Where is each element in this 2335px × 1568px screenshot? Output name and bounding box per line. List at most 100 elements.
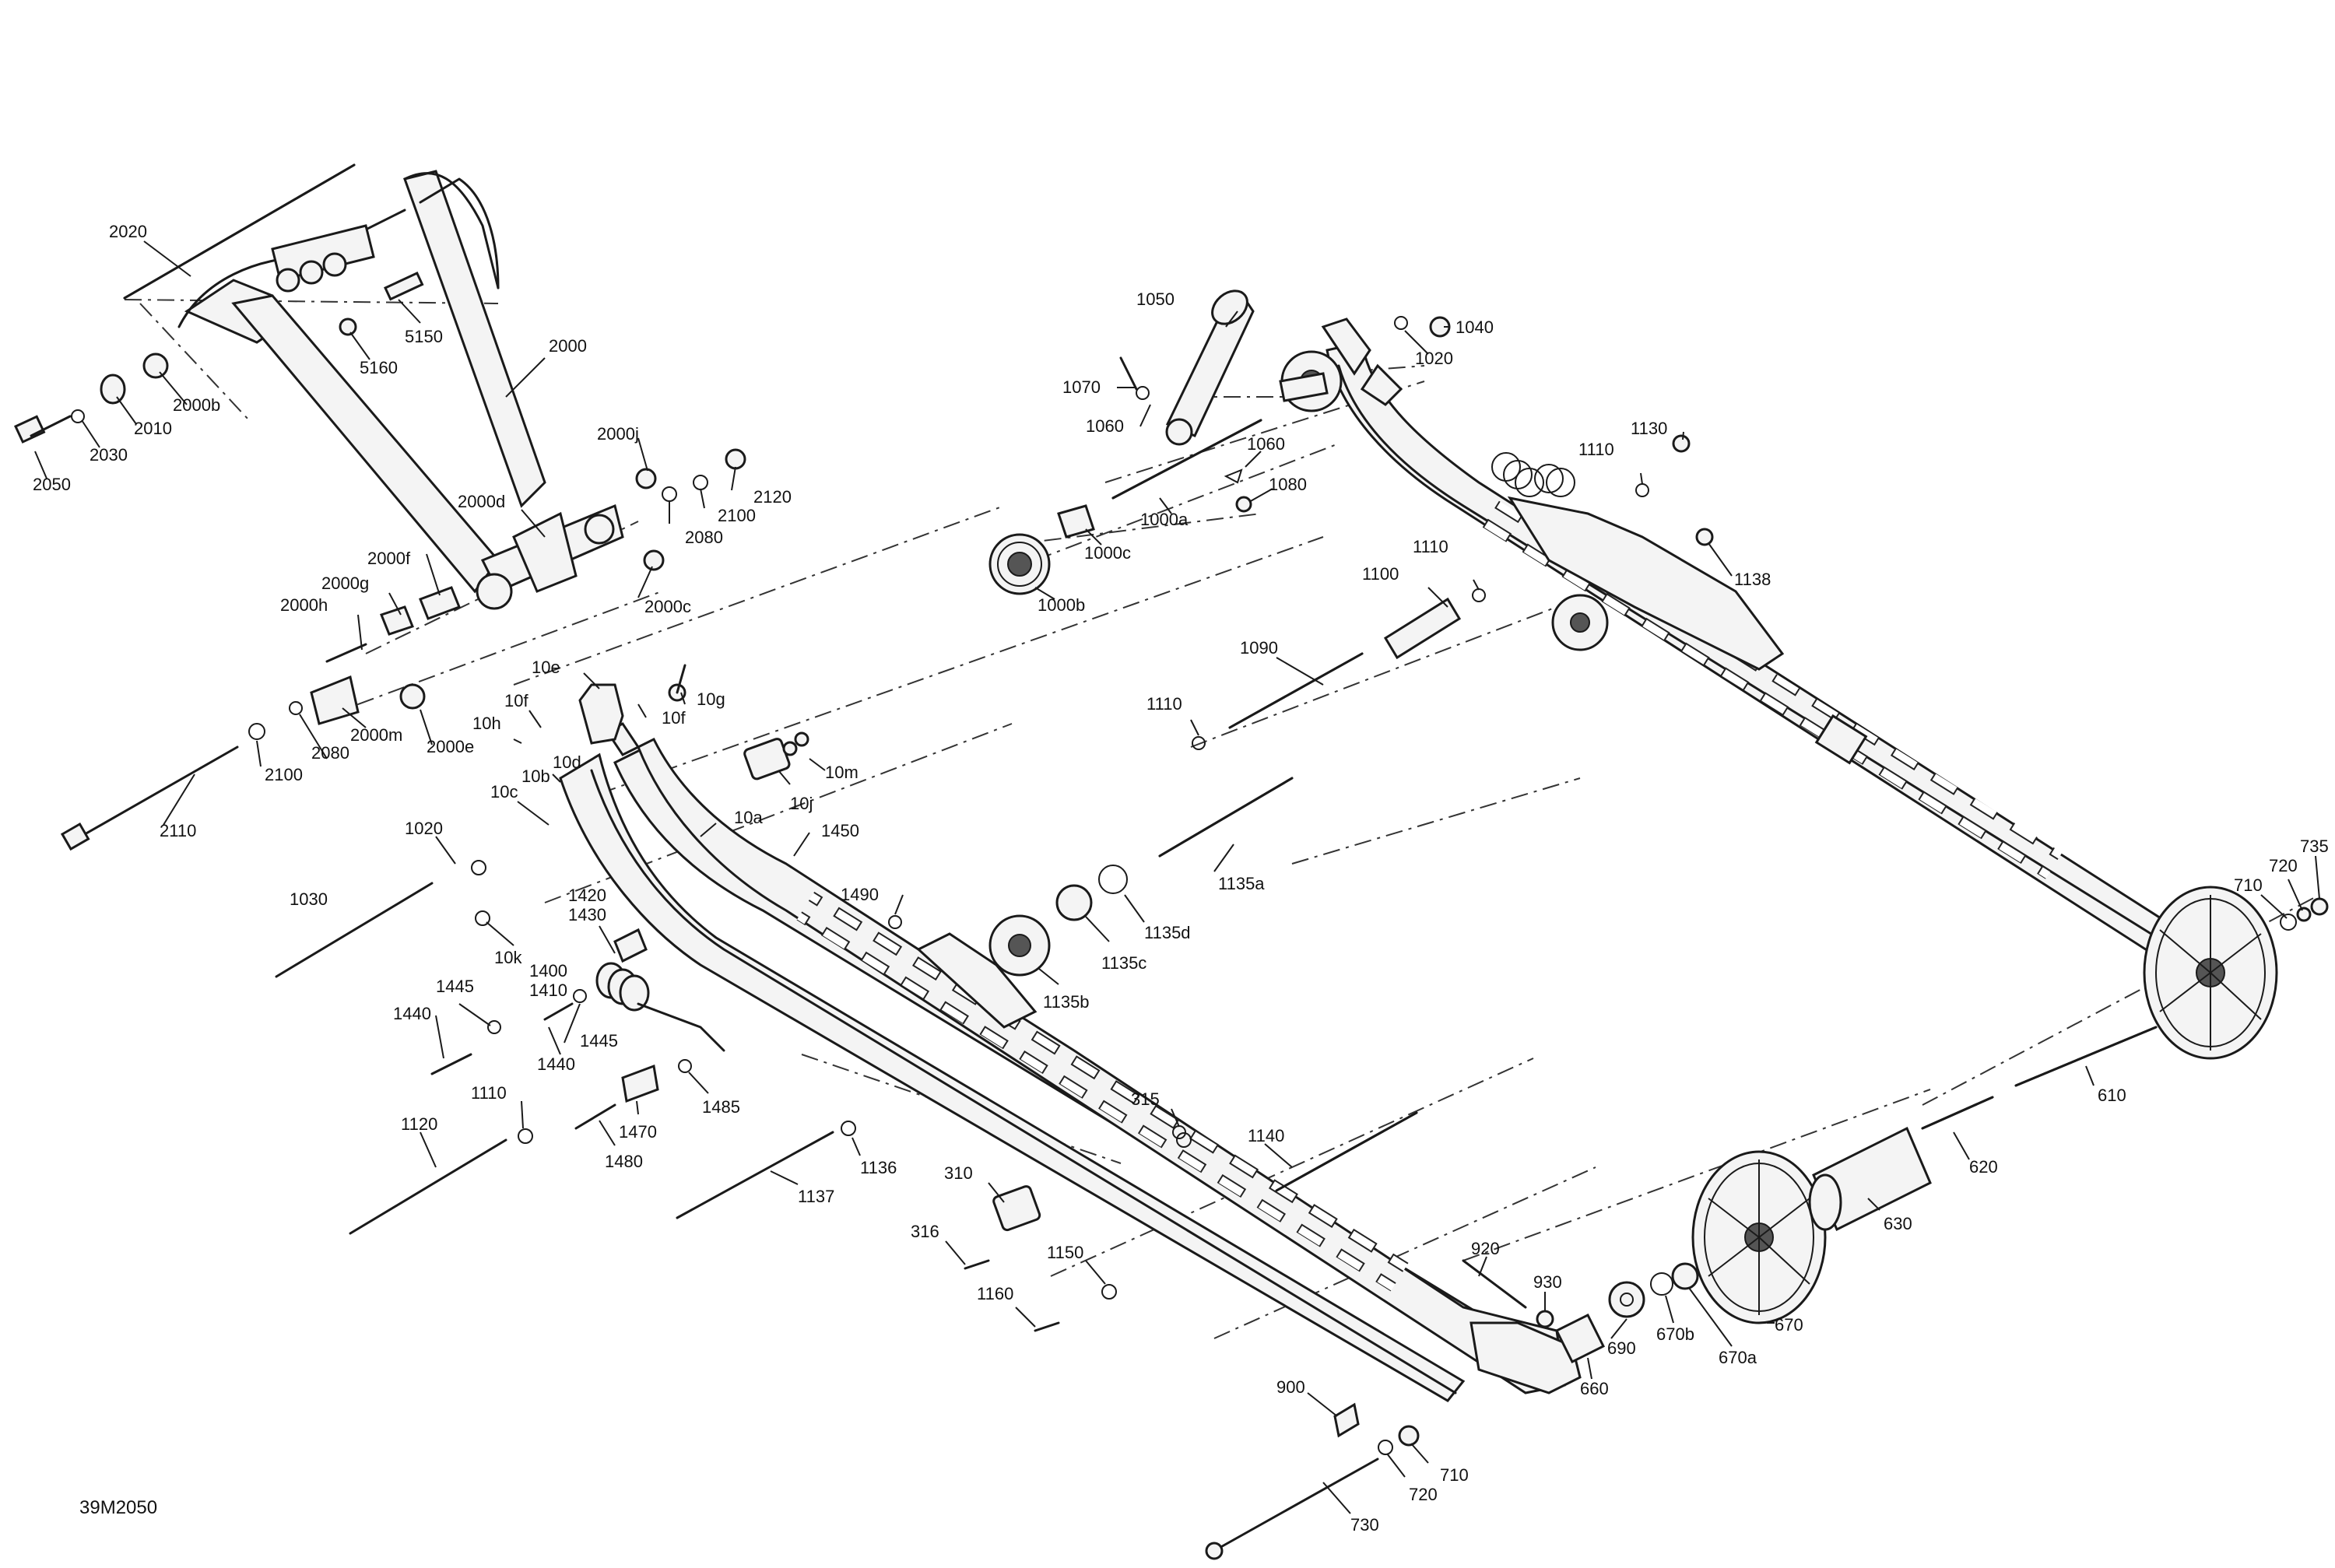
callout: 2000c bbox=[644, 597, 691, 616]
callout: 1020 bbox=[405, 819, 443, 838]
callout: 2110 bbox=[160, 821, 196, 840]
callout: 1000a bbox=[1140, 510, 1189, 529]
callout: 10b bbox=[521, 766, 550, 786]
callout: 10g bbox=[697, 689, 725, 709]
callout: 10f bbox=[662, 708, 686, 728]
callout: 1150 bbox=[1047, 1243, 1083, 1262]
callout: 2100 bbox=[265, 765, 303, 784]
callout: 920 bbox=[1471, 1239, 1500, 1258]
callout: 1135c bbox=[1101, 953, 1146, 973]
callout: 1060 bbox=[1247, 434, 1285, 454]
callout: 1070 bbox=[1062, 377, 1101, 397]
callout: 1080 bbox=[1269, 475, 1307, 494]
callout: 660 bbox=[1580, 1379, 1609, 1398]
callout: 1136 bbox=[860, 1158, 897, 1177]
callout: 1000b bbox=[1038, 595, 1085, 615]
callout: 2030 bbox=[90, 445, 128, 465]
callout-labels: 2020 2000b 2010 2030 2050 5150 5160 2000… bbox=[33, 222, 2329, 1535]
callout: 1160 bbox=[977, 1284, 1013, 1303]
callout: 1490 bbox=[841, 885, 879, 904]
callout: 1410 bbox=[529, 980, 567, 1000]
callout: 316 bbox=[911, 1222, 939, 1241]
callout: 610 bbox=[2098, 1086, 2126, 1105]
front-arm-assembly bbox=[14, 163, 746, 851]
callout: 720 bbox=[2269, 856, 2298, 875]
callout: 1135a bbox=[1218, 874, 1265, 893]
right-slide-rail bbox=[1279, 317, 2329, 1060]
callout: 10k bbox=[494, 948, 522, 967]
callout: 2020 bbox=[109, 222, 147, 241]
document-id: 39M2050 bbox=[79, 1497, 157, 1518]
rear-axle-spacers bbox=[1808, 1026, 2158, 1232]
callout: 730 bbox=[1350, 1515, 1379, 1535]
callout: 710 bbox=[1440, 1465, 1469, 1485]
left-slide-rail bbox=[559, 722, 1582, 1402]
rear-idler-wheel-left bbox=[1691, 1150, 1827, 1324]
callout: 2010 bbox=[134, 419, 172, 438]
callout: 315 bbox=[1131, 1089, 1160, 1109]
callout: 2000b bbox=[173, 395, 220, 415]
callout: 2000 bbox=[549, 336, 587, 356]
callout: 1110 bbox=[1146, 694, 1182, 714]
callout: 1430 bbox=[568, 905, 606, 924]
callout: 1480 bbox=[605, 1152, 643, 1171]
callout: 720 bbox=[1409, 1485, 1438, 1504]
callout: 310 bbox=[944, 1163, 973, 1183]
callout: 10e bbox=[532, 658, 560, 677]
callout: 1450 bbox=[821, 821, 859, 840]
callout: 710 bbox=[2234, 875, 2263, 895]
callout: 10a bbox=[734, 808, 763, 827]
callout: 620 bbox=[1969, 1157, 1998, 1177]
callout: 2120 bbox=[753, 487, 792, 507]
callout: 1445 bbox=[436, 977, 474, 996]
callout: 1030 bbox=[290, 889, 328, 909]
callout: 5150 bbox=[405, 327, 443, 346]
callout: 1440 bbox=[537, 1054, 575, 1074]
callout: 1090 bbox=[1240, 638, 1278, 658]
callout: 670a bbox=[1719, 1348, 1757, 1367]
callout: 5160 bbox=[360, 358, 398, 377]
callout: 10d bbox=[553, 752, 581, 772]
callout: 1440 bbox=[393, 1004, 431, 1023]
callout: 1120 bbox=[401, 1114, 437, 1134]
callout: 1040 bbox=[1455, 317, 1494, 337]
torsion-spring-right bbox=[1491, 452, 1575, 497]
callout: 1135b bbox=[1043, 992, 1090, 1012]
callout: 1485 bbox=[702, 1097, 740, 1117]
callout: 2000d bbox=[458, 492, 505, 511]
callout: 10f bbox=[504, 691, 528, 710]
leader-lines bbox=[34, 240, 2320, 1514]
callout: 1050 bbox=[1136, 289, 1175, 309]
callout: 1138 bbox=[1734, 570, 1771, 589]
callout: 1135d bbox=[1144, 923, 1191, 942]
callout: 10m bbox=[825, 763, 859, 782]
callout: 1140 bbox=[1248, 1126, 1284, 1145]
callout: 2050 bbox=[33, 475, 71, 494]
callout: 2080 bbox=[311, 743, 349, 763]
callout: 10j bbox=[790, 794, 813, 813]
callout: 2080 bbox=[685, 528, 723, 547]
callout: 670b bbox=[1656, 1324, 1694, 1344]
callout: 690 bbox=[1607, 1338, 1636, 1358]
callout: 1110 bbox=[1578, 440, 1614, 459]
callout: 10h bbox=[472, 714, 501, 733]
rear-idler-wheel-right bbox=[2143, 886, 2278, 1060]
callout: 2000g bbox=[321, 574, 369, 593]
callout: 900 bbox=[1276, 1377, 1305, 1397]
callout: 1420 bbox=[568, 886, 606, 905]
callout: 2000m bbox=[350, 725, 402, 745]
callout: 1020 bbox=[1415, 349, 1453, 368]
callout: 1470 bbox=[619, 1122, 657, 1142]
callout: 2100 bbox=[718, 506, 756, 525]
callout: 1130 bbox=[1631, 419, 1667, 438]
rail-brackets bbox=[578, 664, 809, 780]
callout: 2000j bbox=[597, 424, 639, 444]
callout: 1000c bbox=[1084, 543, 1131, 563]
callout: 670 bbox=[1775, 1315, 1803, 1335]
callout: 1137 bbox=[798, 1187, 834, 1206]
callout: 1060 bbox=[1086, 416, 1124, 436]
callout: 1110 bbox=[1413, 537, 1448, 556]
callout: 1445 bbox=[580, 1031, 618, 1051]
callout: 1100 bbox=[1362, 564, 1399, 584]
